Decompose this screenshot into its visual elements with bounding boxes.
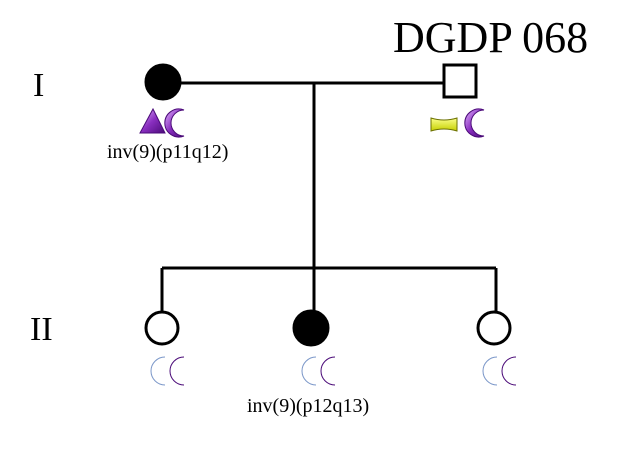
purple-crescent-icon	[164, 108, 185, 138]
karyotype-label-i-1: inv(9)(p11q12)	[107, 141, 228, 163]
purple-crescent-icon	[464, 108, 485, 138]
generation-label-ii: II	[30, 311, 53, 348]
generation-label-i: I	[33, 67, 44, 104]
individual-i-2-unaffected-male	[442, 63, 478, 99]
karyotype-label-ii-2: inv(9)(p12q13)	[247, 395, 369, 417]
purple-crescent-icon	[320, 356, 336, 386]
purple-crescent-icon	[501, 356, 517, 386]
pedigree-title: DGDP 068	[393, 13, 588, 62]
blue-crescent-icon	[150, 356, 166, 386]
individual-i-1-affected-female	[144, 63, 182, 101]
blue-crescent-icon	[301, 356, 317, 386]
individual-ii-2-affected-female	[292, 309, 330, 347]
purple-triangle-icon	[139, 107, 166, 134]
yellow-bar-icon	[430, 117, 458, 132]
purple-crescent-icon	[169, 356, 185, 386]
blue-crescent-icon	[482, 356, 498, 386]
individual-ii-3-unaffected-female	[476, 310, 512, 346]
individual-ii-1-unaffected-female	[144, 310, 180, 346]
